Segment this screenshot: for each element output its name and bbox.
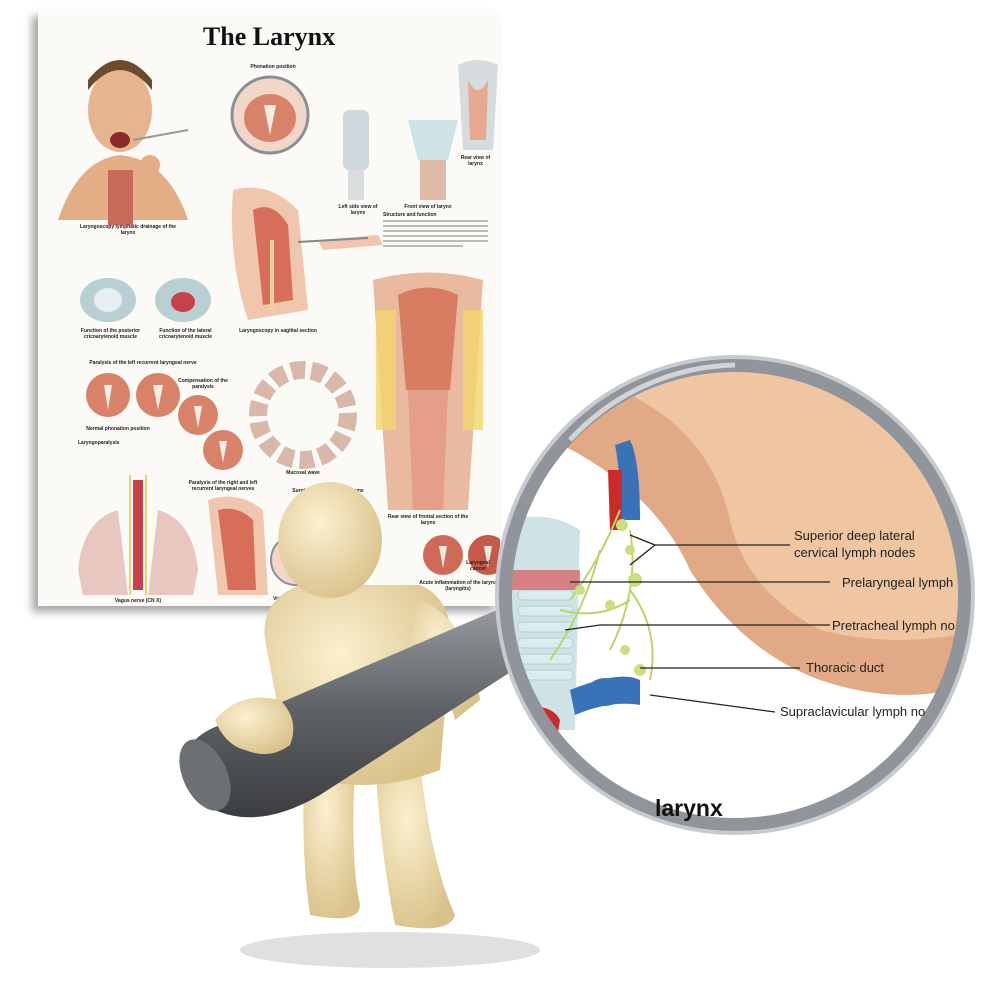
caption-paralysis-both: Paralysis of the right and left recurren… (188, 480, 258, 492)
laryngitis-illustrations (423, 535, 500, 575)
front-view-larynx-illustration (408, 120, 458, 200)
caption-front-view: Front view of larynx (404, 204, 452, 210)
label-pretracheal: Pretracheal lymph no (832, 618, 955, 633)
figure-head (278, 482, 382, 598)
structure-text-block (383, 220, 488, 247)
paralysis-illustrations (86, 373, 243, 470)
frontal-section-illustration (373, 272, 483, 510)
caption-compensation: Compensation of the paralysis (178, 378, 228, 390)
caption-mucosal-wave: Mucosal wave (286, 470, 320, 476)
poster-illustrations (58, 60, 500, 595)
larynx-poster: The Larynx (38, 10, 500, 606)
caption-posterior-crico: Function of the posterior cricoarytenoid… (80, 328, 141, 340)
caption-laryngoscopy: Laryngoscopy lymphatic drainage of the l… (79, 224, 177, 236)
rear-view-larynx-illustration (458, 60, 498, 150)
caption-left-side: Left side view of larynx (338, 204, 378, 216)
label-thoracic-duct: Thoracic duct (806, 660, 885, 675)
mucosal-wave-illustration (249, 361, 357, 469)
label-supraclavicular: Supraclavicular lymph no (780, 704, 926, 719)
vagus-nerve-illustration (78, 475, 198, 595)
caption-laryngeal-cancer: Laryngeal cancer (466, 560, 490, 572)
magnifier-lens: Superior deep lateral cervical lymph nod… (490, 350, 980, 840)
cricoarytenoid-illustrations (80, 278, 211, 322)
caption-rear-view: Rear view of larynx (460, 155, 491, 167)
zoomed-title-fragment: larynx (655, 795, 723, 821)
zoomed-anatomy (495, 355, 975, 835)
caption-rear-frontal: Rear view of frontal section of the lary… (387, 514, 469, 526)
left-side-larynx-illustration (343, 110, 369, 200)
figure-hand-left (215, 697, 294, 754)
caption-sagittal: Laryngoscopy in sagittal section (239, 328, 317, 334)
poster-title: The Larynx (202, 22, 336, 51)
caption-acute: Acute inflammation of the larynx (laryng… (419, 580, 497, 592)
caption-paralysis-left: Paralysis of the left recurrent laryngea… (89, 360, 197, 366)
sagittal-section-illustration (232, 187, 383, 320)
caption-phonation: Phonation position (250, 64, 296, 70)
caption-normal-phonation: Normal phonation position (86, 426, 150, 432)
caption-laryngoparalysis: Laryngoparalysis (78, 440, 120, 446)
magnifier-handle (179, 600, 560, 818)
label-prelaryngeal: Prelaryngeal lymph (842, 575, 954, 590)
caption-structure: Structure and function (383, 212, 437, 218)
phonation-position-illustration (230, 75, 310, 155)
caption-lateral-crico: Function of the lateral cricoarytenoid m… (158, 328, 213, 340)
caption-vagus: Vagus nerve (CN X) (114, 598, 162, 604)
label-superior-deep-lateral-1: Superior deep lateral (794, 528, 915, 543)
laryngoscopy-illustration (58, 60, 189, 225)
label-superior-deep-lateral-2: cervical lymph nodes (794, 545, 916, 560)
